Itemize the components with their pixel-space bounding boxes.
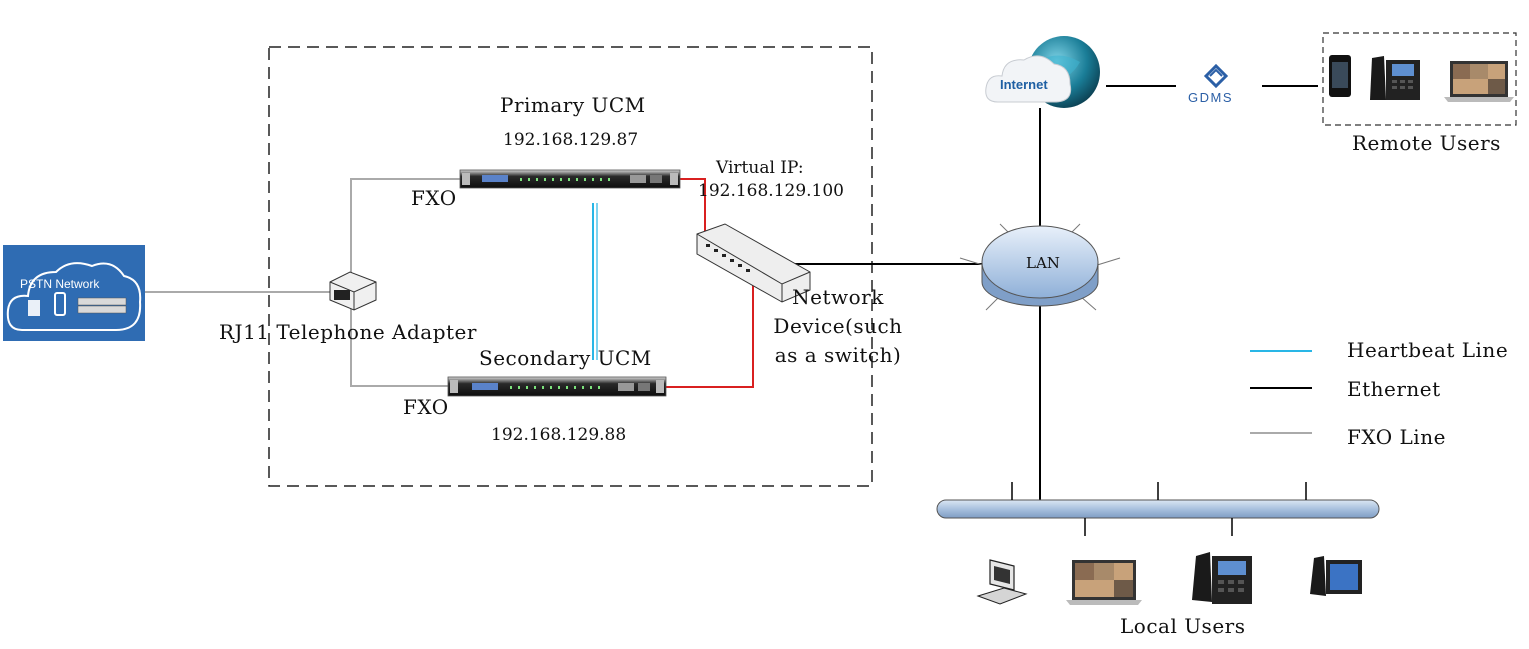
fxo-line-top [350,178,460,283]
lan-label: LAN [1026,254,1060,272]
desktop-computer-icon [976,559,1028,605]
fxo-lines [145,178,460,387]
lan-bus [936,482,1380,536]
ethernet-lines [790,85,1318,500]
network-device-line2: Device(such [773,314,903,338]
secondary-ucm-ip: 192.168.129.88 [491,425,627,445]
red-links [665,178,754,388]
laptop-video-icon [1444,61,1514,102]
telephone-adapter-icon [329,271,377,311]
network-device-line1: Network [792,285,884,309]
internet-globe-icon [985,36,1100,108]
gdms-logo-icon [1203,63,1229,89]
ha-cluster-boundary [268,46,873,487]
primary-ucm-icon [459,169,681,189]
local-users-label: Local Users [1120,614,1246,638]
internet-label: Internet [1000,77,1048,92]
fxo-line-bottom [350,300,448,387]
gdms-label: GDMS [1188,90,1233,105]
legend [1250,350,1312,434]
pstn-cloud-icon [3,245,145,341]
rj11-adapter-label: RJ11 Telephone Adapter [219,320,477,344]
secondary-ucm-label: Secondary UCM [479,346,652,370]
red-link-secondary [665,280,754,388]
ip-phone-icon [1370,56,1420,100]
smartphone-icon [1329,55,1351,97]
laptop-video-icon [1066,560,1142,605]
touchscreen-phone-icon [1310,556,1362,596]
red-link-primary [680,178,706,243]
secondary-ucm-icon [447,376,667,397]
primary-ucm-ip: 192.168.129.87 [503,130,639,150]
virtual-ip-title: Virtual IP: [716,158,804,178]
ip-phone-icon [1192,552,1252,604]
remote-users-box [1322,32,1517,126]
legend-fxo-label: FXO Line [1347,425,1446,449]
lan-hub-icon [959,223,1121,311]
heartbeat-line [592,203,598,360]
network-device-line3: as a switch) [774,343,902,367]
virtual-ip-value: 192.168.129.100 [698,181,845,201]
legend-heartbeat-label: Heartbeat Line [1347,338,1509,362]
fxo-bottom-label: FXO [403,395,449,419]
legend-ethernet-label: Ethernet [1347,377,1441,401]
pstn-network-label: PSTN Network [20,277,100,291]
remote-users-label: Remote Users [1352,131,1501,155]
fxo-top-label: FXO [411,186,457,210]
network-switch-icon [696,223,811,303]
primary-ucm-label: Primary UCM [500,93,646,117]
